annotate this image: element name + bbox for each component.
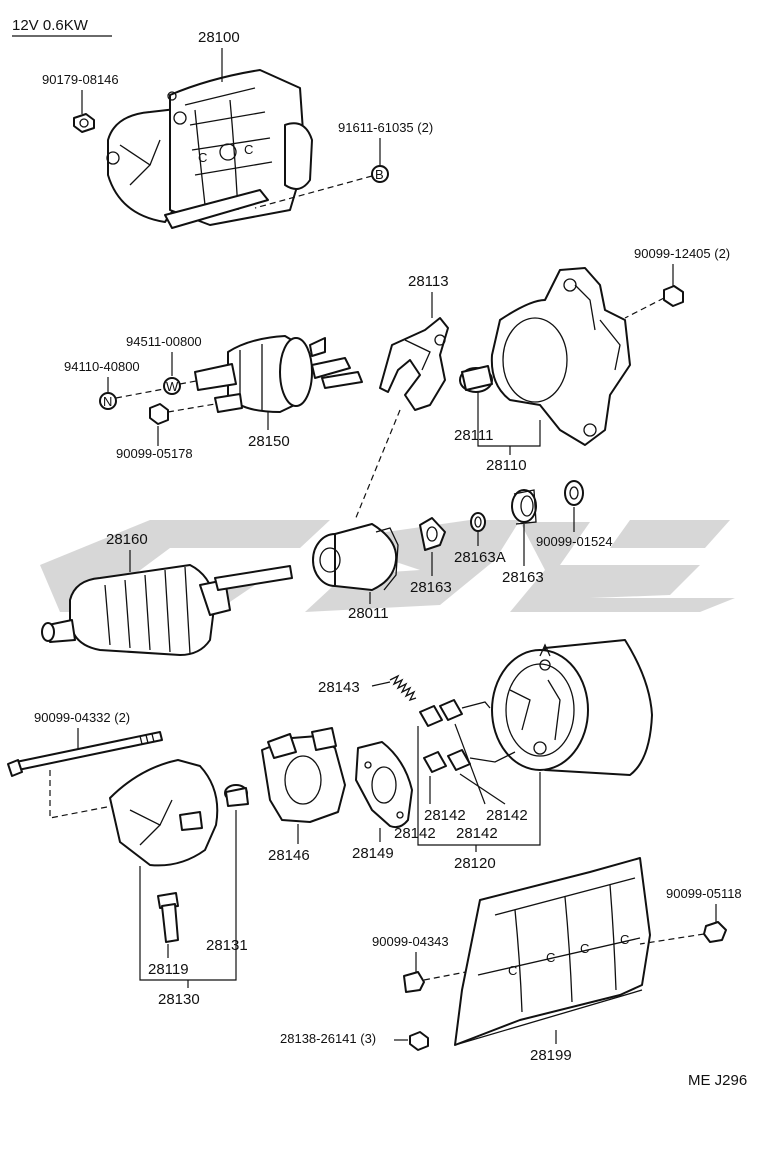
brush-holder-28146: [261, 727, 346, 823]
svg-text:C: C: [508, 963, 517, 978]
svg-text:C: C: [198, 150, 207, 165]
label-28100: 28100: [198, 29, 240, 46]
washer-90099-01524: [564, 480, 584, 506]
solenoid-28150: [194, 335, 363, 413]
nut-90099-12405: [663, 285, 684, 307]
label-28142-b: 28142: [486, 807, 528, 824]
starter-assembly-drawing: C C: [106, 69, 313, 229]
svg-text:W: W: [166, 379, 179, 394]
label-90099-04343: 90099-04343: [372, 934, 449, 949]
label-28149: 28149: [352, 845, 394, 862]
drive-lever-28113: [379, 317, 449, 411]
nut-28138-26141: [409, 1031, 429, 1051]
svg-text:B: B: [375, 167, 384, 182]
through-bolt-90099-04332: [7, 731, 163, 777]
brush-28142-a: [419, 705, 443, 727]
snap-ring-28163A: [470, 512, 486, 532]
clutch-28011: [312, 523, 399, 591]
label-28138-26141: 28138-26141 (3): [280, 1031, 376, 1046]
label-28163A: 28163A: [454, 549, 506, 566]
label-28120: 28120: [454, 855, 496, 872]
svg-text:C: C: [620, 932, 629, 947]
bolt-90099-05118: [703, 921, 727, 943]
svg-text:C: C: [546, 950, 555, 965]
brush-28142-d: [447, 749, 516, 771]
label-28143: 28143: [318, 679, 360, 696]
label-28110: 28110: [486, 457, 527, 474]
spring-28143: [389, 674, 417, 702]
retainer-28163: [511, 489, 537, 525]
nut-90179-08146: [73, 113, 95, 133]
bolt-marker-b: B: [371, 165, 389, 183]
brush-plate-28149: [355, 741, 413, 829]
label-28130: 28130: [158, 991, 200, 1008]
stop-collar-28163: [419, 517, 446, 551]
label-28142-c: 28142: [394, 825, 436, 842]
bushing-28131: [224, 784, 249, 807]
brush-28142-b: [439, 699, 491, 721]
label-28150: 28150: [248, 433, 290, 450]
end-frame-28130: [109, 759, 219, 867]
label-28119: 28119: [148, 961, 189, 978]
svg-text:N: N: [103, 394, 112, 409]
svg-text:C: C: [580, 941, 589, 956]
label-28163-a: 28163: [410, 579, 452, 596]
label-28142-a: 28142: [424, 807, 466, 824]
nut-marker-n: N: [99, 392, 117, 410]
label-94511-00800: 94511-00800: [126, 334, 202, 349]
label-90099-12405: 90099-12405 (2): [634, 246, 730, 261]
label-90179-08146: 90179-08146: [42, 72, 119, 87]
label-90099-01524: 90099-01524: [536, 534, 613, 549]
label-90099-05118: 90099-05118: [666, 886, 742, 901]
bolt-90099-04343: [403, 971, 425, 993]
label-94110-40800: 94110-40800: [64, 359, 140, 374]
bolt-28119: [157, 892, 179, 943]
brush-28142-c: [423, 751, 447, 773]
label-28011: 28011: [348, 605, 389, 622]
nut-90099-05178: [149, 403, 169, 425]
label-28146: 28146: [268, 847, 310, 864]
armature-28160: [41, 564, 293, 656]
heat-shield-28199: C C C C: [454, 857, 651, 1046]
label-90099-04332: 90099-04332 (2): [34, 710, 130, 725]
label-28113: 28113: [408, 273, 449, 290]
label-28142-d: 28142: [456, 825, 498, 842]
label-28163-b: 28163: [502, 569, 544, 586]
header-spec: 12V 0.6KW: [12, 17, 89, 34]
label-28160: 28160: [106, 531, 148, 548]
label-28199: 28199: [530, 1047, 572, 1064]
drive-housing-28110: [490, 267, 631, 446]
svg-text:C: C: [244, 142, 253, 157]
field-frame-28120: [491, 639, 653, 776]
label-90099-05178: 90099-05178: [116, 446, 193, 461]
label-91611-61035: 91611-61035 (2): [338, 120, 433, 135]
label-28131: 28131: [206, 937, 248, 954]
washer-marker-w: W: [163, 377, 181, 395]
label-28111: 28111: [454, 427, 494, 444]
bushing-28111: [459, 365, 493, 393]
footer-code: ME J296: [688, 1072, 747, 1089]
